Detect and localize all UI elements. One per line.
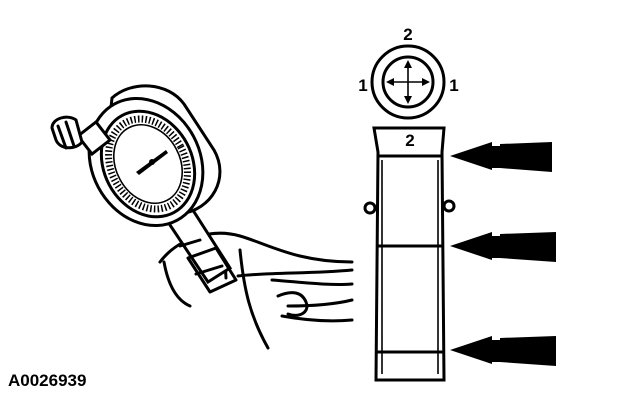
liner-port-left <box>363 201 377 215</box>
arrow-middle <box>450 232 556 262</box>
liner-label-top: 2 <box>405 131 414 150</box>
bore-label-right: 1 <box>449 76 458 95</box>
dial-housing <box>87 84 222 228</box>
figure-id-code: A0026939 <box>8 371 86 390</box>
dial-scale-ring <box>105 115 191 213</box>
dial-bore-gauge <box>50 84 354 350</box>
cylinder-liner-side-view: 2 <box>363 126 456 382</box>
dial-stem <box>50 115 113 157</box>
arrow-lower <box>450 336 556 366</box>
bore-label-left: 1 <box>358 76 367 95</box>
arrow-upper <box>450 142 552 172</box>
measure-cross-arrows <box>386 60 430 104</box>
hand-illustration <box>158 231 354 350</box>
bore-top-view: 2 1 1 <box>358 25 459 120</box>
measurement-arrows <box>450 142 556 366</box>
bore-label-top: 2 <box>403 25 412 44</box>
liner-port-right <box>442 199 456 213</box>
